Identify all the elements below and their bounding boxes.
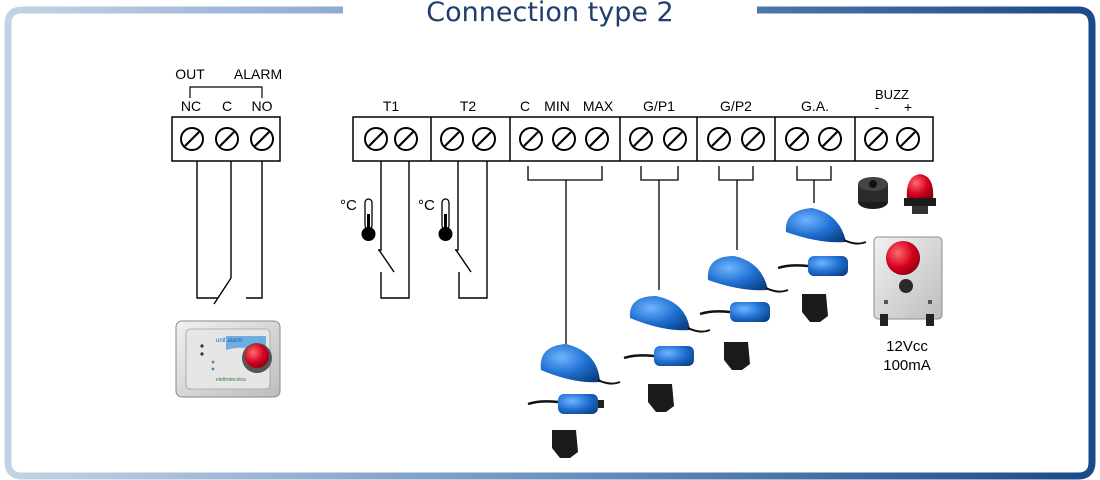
float-group-gp2 [699, 256, 789, 370]
min-label: MIN [544, 98, 570, 114]
c-label: C [222, 98, 232, 114]
counterweight-icon [552, 430, 578, 458]
siren-current: 100mA [883, 357, 931, 374]
t1-unit-label: °C [340, 197, 357, 214]
level-wiring [527, 166, 832, 346]
gp2-label: G/P2 [720, 98, 752, 114]
page-title: Connection type 2 [426, 0, 674, 28]
float-group-min-max [527, 344, 621, 458]
ga-label: G.A. [801, 98, 829, 114]
float-sensor-icon [654, 346, 694, 366]
buzz-minus-label: - [875, 99, 880, 115]
buzz-label: BUZZ [875, 87, 909, 102]
float-sensor-icon [558, 394, 598, 414]
alarm-unit-brand: unit alarm [216, 338, 242, 344]
float-switch-icon [629, 296, 690, 331]
float-switch-icon [785, 208, 846, 243]
beacon-icon [904, 174, 936, 214]
t2-unit-label: °C [418, 197, 435, 214]
counterweight-icon [802, 294, 828, 322]
float-group-gp1 [623, 296, 711, 412]
frame-border [4, 6, 1096, 480]
alarm-terminal-block: OUT ALARM NC C NO [171, 66, 282, 305]
gp1-label: G/P1 [643, 98, 675, 114]
nc-label: NC [181, 98, 201, 114]
t2-label: T2 [460, 98, 477, 114]
alarm-unit-logo: elettrotecnica [216, 377, 246, 383]
t1-sensor: °C [340, 161, 410, 299]
buzzer-icon [858, 177, 888, 209]
float-sensor-icon [730, 302, 770, 322]
no-label: NO [252, 98, 273, 114]
counterweight-icon [648, 384, 674, 412]
alarm-unit-device: unit alarm elettrotecnica [175, 320, 281, 398]
float-switch-icon [707, 256, 768, 291]
t1-label: T1 [383, 98, 400, 114]
float-group-ga [777, 208, 867, 322]
t2-sensor: °C [418, 161, 488, 299]
c-min-max-c-label: C [520, 98, 530, 114]
counterweight-icon [724, 342, 750, 370]
out-label: OUT [175, 66, 205, 82]
float-switch-icon [540, 344, 600, 383]
siren-device [873, 236, 943, 326]
float-sensor-icon [808, 256, 848, 276]
max-label: MAX [583, 98, 614, 114]
main-terminal-block: T1 T2 C MIN MAX G/P1 G/P2 G.A. BUZZ - + [352, 87, 934, 162]
buzz-plus-label: + [904, 99, 912, 115]
alarm-label: ALARM [234, 66, 282, 82]
siren-voltage: 12Vcc [886, 338, 928, 355]
